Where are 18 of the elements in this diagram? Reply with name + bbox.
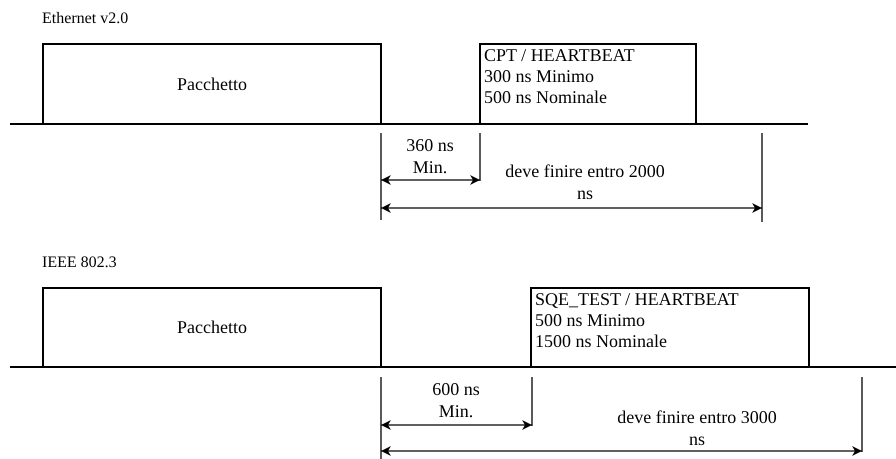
pulse-box	[42, 43, 382, 125]
dimension-label: 600 ns Min.	[431, 378, 481, 422]
pulse-text: Pacchetto	[177, 317, 247, 338]
pulse-text: 500 ns Minimo	[535, 310, 646, 331]
pulse-text: 1500 ns Nominale	[535, 331, 667, 352]
dimension-label: 360 ns Min.	[405, 134, 455, 178]
pulse-text: 500 ns Nominale	[484, 87, 607, 108]
pulse-box	[530, 287, 810, 368]
pulse-text: 300 ns Minimo	[484, 66, 594, 87]
pulse-box	[42, 287, 382, 368]
pulse-heading: SQE_TEST / HEARTBEAT	[535, 289, 739, 310]
dimension-label: deve finire entro 2000 ns	[505, 160, 665, 204]
pulse-text: Pacchetto	[177, 74, 247, 94]
pulse-box	[479, 43, 697, 125]
section-title: Ethernet v2.0	[42, 10, 128, 28]
section-title: IEEE 802.3	[42, 254, 117, 272]
dimension-label: deve finire entro 3000 ns	[617, 406, 777, 450]
pulse-heading: CPT / HEARTBEAT	[484, 45, 635, 66]
